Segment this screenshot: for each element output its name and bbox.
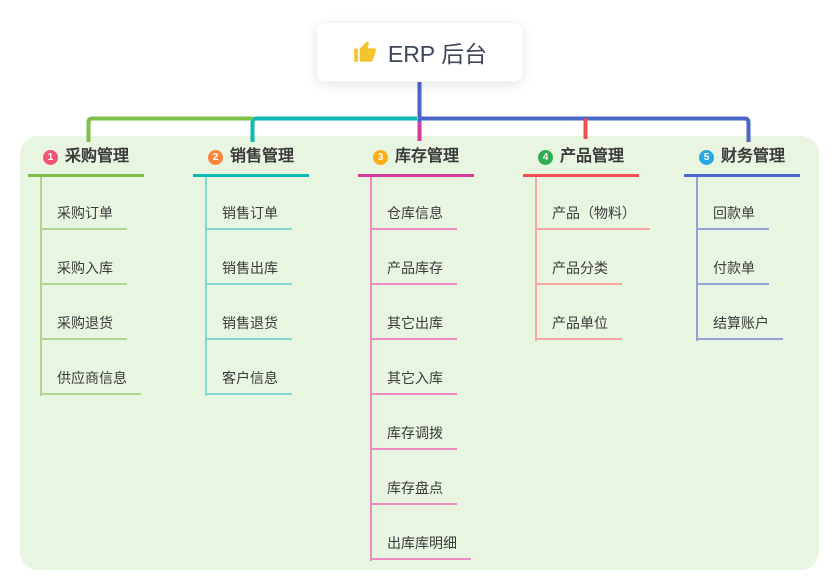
child-node[interactable]: 出库库明细 <box>370 533 471 560</box>
branch-label: 产品管理 <box>560 148 625 165</box>
child-node[interactable]: 产品库存 <box>370 258 457 285</box>
branch-connector-line <box>370 177 372 561</box>
child-node[interactable]: 库存盘点 <box>370 478 457 505</box>
branch-connector-line <box>40 177 42 396</box>
branch-number-badge: 5 <box>699 149 714 165</box>
child-node[interactable]: 仓库信息 <box>370 203 457 230</box>
root-node-erp[interactable]: ERP 后台 <box>316 22 523 82</box>
branch-connector-line <box>205 177 207 396</box>
branch-2: 2 销售管理销售订单销售出库销售退货客户信息 <box>193 146 363 570</box>
child-node[interactable]: 产品分类 <box>535 258 622 285</box>
branch-node-title[interactable]: 4 产品管理 <box>523 146 640 177</box>
branch-4: 4 产品管理产品（物料） 产品分类产品单位 <box>523 146 693 570</box>
branch-node-title[interactable]: 5 财务管理 <box>684 146 801 177</box>
child-node[interactable]: 产品（物料） <box>535 203 650 230</box>
branch-number-badge: 1 <box>43 149 58 165</box>
child-node[interactable]: 产品单位 <box>535 313 622 340</box>
child-node[interactable]: 其它入库 <box>370 368 457 395</box>
child-node[interactable]: 销售退货 <box>205 313 292 340</box>
branch-connector-line <box>696 177 698 341</box>
branch-number-badge: 4 <box>538 149 553 165</box>
root-node-label: ERP 后台 <box>387 41 488 67</box>
branch-label: 销售管理 <box>230 148 295 165</box>
child-node[interactable]: 付款单 <box>696 258 769 285</box>
branch-connector-line <box>535 177 537 341</box>
child-node[interactable]: 销售出库 <box>205 258 292 285</box>
branch-node-title[interactable]: 3 库存管理 <box>358 146 475 177</box>
child-node[interactable]: 采购退货 <box>40 313 127 340</box>
mindmap-canvas-panel <box>20 136 819 570</box>
branch-5: 5 财务管理回款单付款单结算账户 <box>684 146 839 570</box>
branch-node-title[interactable]: 2 销售管理 <box>193 146 310 177</box>
branch-node-title[interactable]: 1 采购管理 <box>28 146 145 177</box>
branch-number-badge: 3 <box>373 149 388 165</box>
branch-1: 1 采购管理采购订单采购入库采购退货供应商信息 <box>28 146 198 570</box>
child-node[interactable]: 其它出库 <box>370 313 457 340</box>
branch-label: 采购管理 <box>65 148 130 165</box>
child-node[interactable]: 回款单 <box>696 203 769 230</box>
child-node[interactable]: 销售订单 <box>205 203 292 230</box>
thumbs-up-icon <box>354 41 377 62</box>
child-node[interactable]: 客户信息 <box>205 368 292 395</box>
child-node[interactable]: 库存调拨 <box>370 423 457 450</box>
branch-label: 财务管理 <box>721 148 786 165</box>
child-node[interactable]: 结算账户 <box>696 313 783 340</box>
branch-3: 3 库存管理仓库信息产品库存其它出库其它入库库存调拨库存盘点出库库明细 <box>358 146 528 570</box>
child-node[interactable]: 采购入库 <box>40 258 127 285</box>
branch-number-badge: 2 <box>208 149 223 165</box>
branch-label: 库存管理 <box>395 148 460 165</box>
child-node[interactable]: 采购订单 <box>40 203 127 230</box>
child-node[interactable]: 供应商信息 <box>40 368 141 395</box>
